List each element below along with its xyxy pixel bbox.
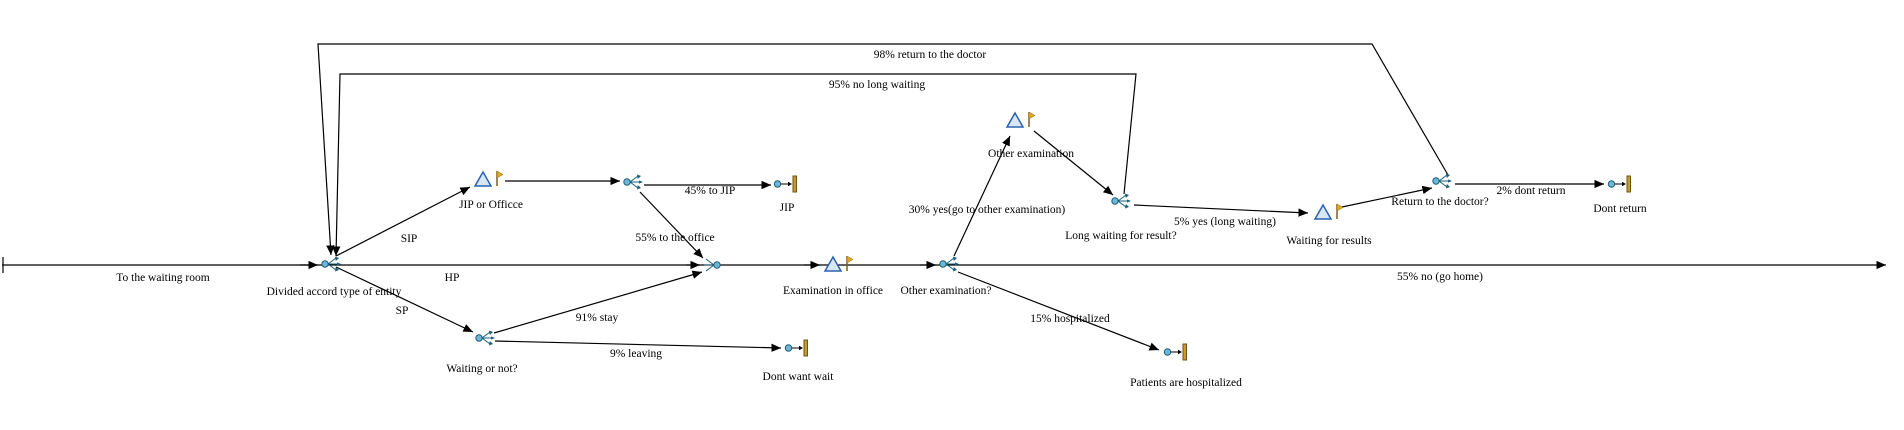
node-waiting-or-not[interactable] <box>474 328 498 348</box>
label-return-to-doctor-question: Return to the doctor? <box>1391 196 1489 208</box>
node-merge[interactable] <box>700 255 724 275</box>
node-waiting-for-results[interactable] <box>1312 200 1344 224</box>
node-other-examination-question[interactable] <box>938 254 962 274</box>
label-15-hospitalized: 15% hospitalized <box>1030 313 1110 325</box>
edge-sip <box>335 186 471 257</box>
label-sip: SIP <box>400 233 418 245</box>
label-divided-accord: Divided accord type of entity <box>266 286 402 298</box>
label-55-no-go-home: 55% no (go home) <box>1397 271 1483 283</box>
activity-icon <box>1313 203 1344 220</box>
activity-icon <box>473 170 504 187</box>
label-waiting-or-not: Waiting or not? <box>446 363 518 375</box>
label-55-to-office: 55% to the office <box>635 232 715 244</box>
merge-icon <box>704 258 721 272</box>
label-patients-hospitalized: Patients are hospitalized <box>1130 377 1242 389</box>
label-45-to-jip: 45% to JIP <box>684 185 736 197</box>
exit-icon <box>773 175 797 193</box>
label-2-dont-return: 2% dont return <box>1496 185 1566 197</box>
edge-sp <box>335 266 474 333</box>
label-waiting-for-results: Waiting for results <box>1286 235 1372 247</box>
label-other-examination-question: Other examination? <box>900 285 992 297</box>
label-5-yes-long-waiting: 5% yes (long waiting) <box>1174 216 1276 228</box>
activity-icon <box>1005 111 1036 128</box>
router-icon <box>939 256 959 272</box>
label-hp: HP <box>444 272 460 284</box>
label-9-leaving: 9% leaving <box>609 348 663 360</box>
router-icon <box>321 256 341 272</box>
edge-other-to-longwait <box>1033 130 1114 196</box>
node-jip-exit[interactable] <box>772 173 800 195</box>
node-long-waiting-question[interactable] <box>1110 191 1134 211</box>
node-return-to-doctor-question[interactable] <box>1431 171 1455 191</box>
router-icon <box>623 174 643 190</box>
edge-5-yes-long <box>1133 204 1309 217</box>
label-dont-want-wait: Dont want wait <box>762 371 834 383</box>
label-dont-return: Dont return <box>1593 203 1647 215</box>
router-icon <box>475 330 495 346</box>
label-to-waiting-room: To the waiting room <box>116 272 210 284</box>
exit-icon <box>1163 343 1187 361</box>
exit-icon <box>784 339 808 357</box>
edge-91-stay <box>493 270 703 334</box>
node-examination-in-office[interactable] <box>822 252 854 276</box>
edge-98-return <box>317 43 1449 256</box>
label-sp: SP <box>395 305 409 317</box>
label-jip-or-office: JIP or Officce <box>459 199 523 211</box>
router-icon <box>1111 193 1131 209</box>
node-divided-accord[interactable] <box>320 254 344 274</box>
edge-30-yes <box>953 135 1011 257</box>
router-icon <box>1432 173 1452 189</box>
activity-icon <box>823 255 854 272</box>
node-jip-or-office[interactable] <box>472 167 504 191</box>
edge-95-no-long <box>332 73 1137 257</box>
label-examination-in-office: Examination in office <box>782 285 884 297</box>
edge-55-to-office <box>639 191 704 259</box>
node-hospitalized-exit[interactable] <box>1162 341 1190 363</box>
label-other-examination: Other examination <box>988 148 1074 160</box>
exit-icon <box>1607 175 1631 193</box>
node-other-examination[interactable] <box>1004 108 1036 132</box>
label-30-yes: 30% yes(go to other examination) <box>908 204 1066 216</box>
label-jip: JIP <box>779 202 795 214</box>
label-long-waiting-question: Long waiting for result? <box>1065 230 1177 242</box>
edge-15-hospitalized <box>957 271 1160 351</box>
label-95-no-long-waiting: 95% no long waiting <box>828 79 926 91</box>
node-jip-router[interactable] <box>622 172 646 192</box>
edge-9-leaving <box>494 340 782 352</box>
node-dont-want-wait-exit[interactable] <box>783 337 811 359</box>
label-91-stay: 91% stay <box>575 312 619 324</box>
edge-results-to-return <box>1341 185 1433 208</box>
label-98-return-to-doctor: 98% return to the doctor <box>873 49 987 61</box>
node-dont-return-exit[interactable] <box>1606 173 1634 195</box>
